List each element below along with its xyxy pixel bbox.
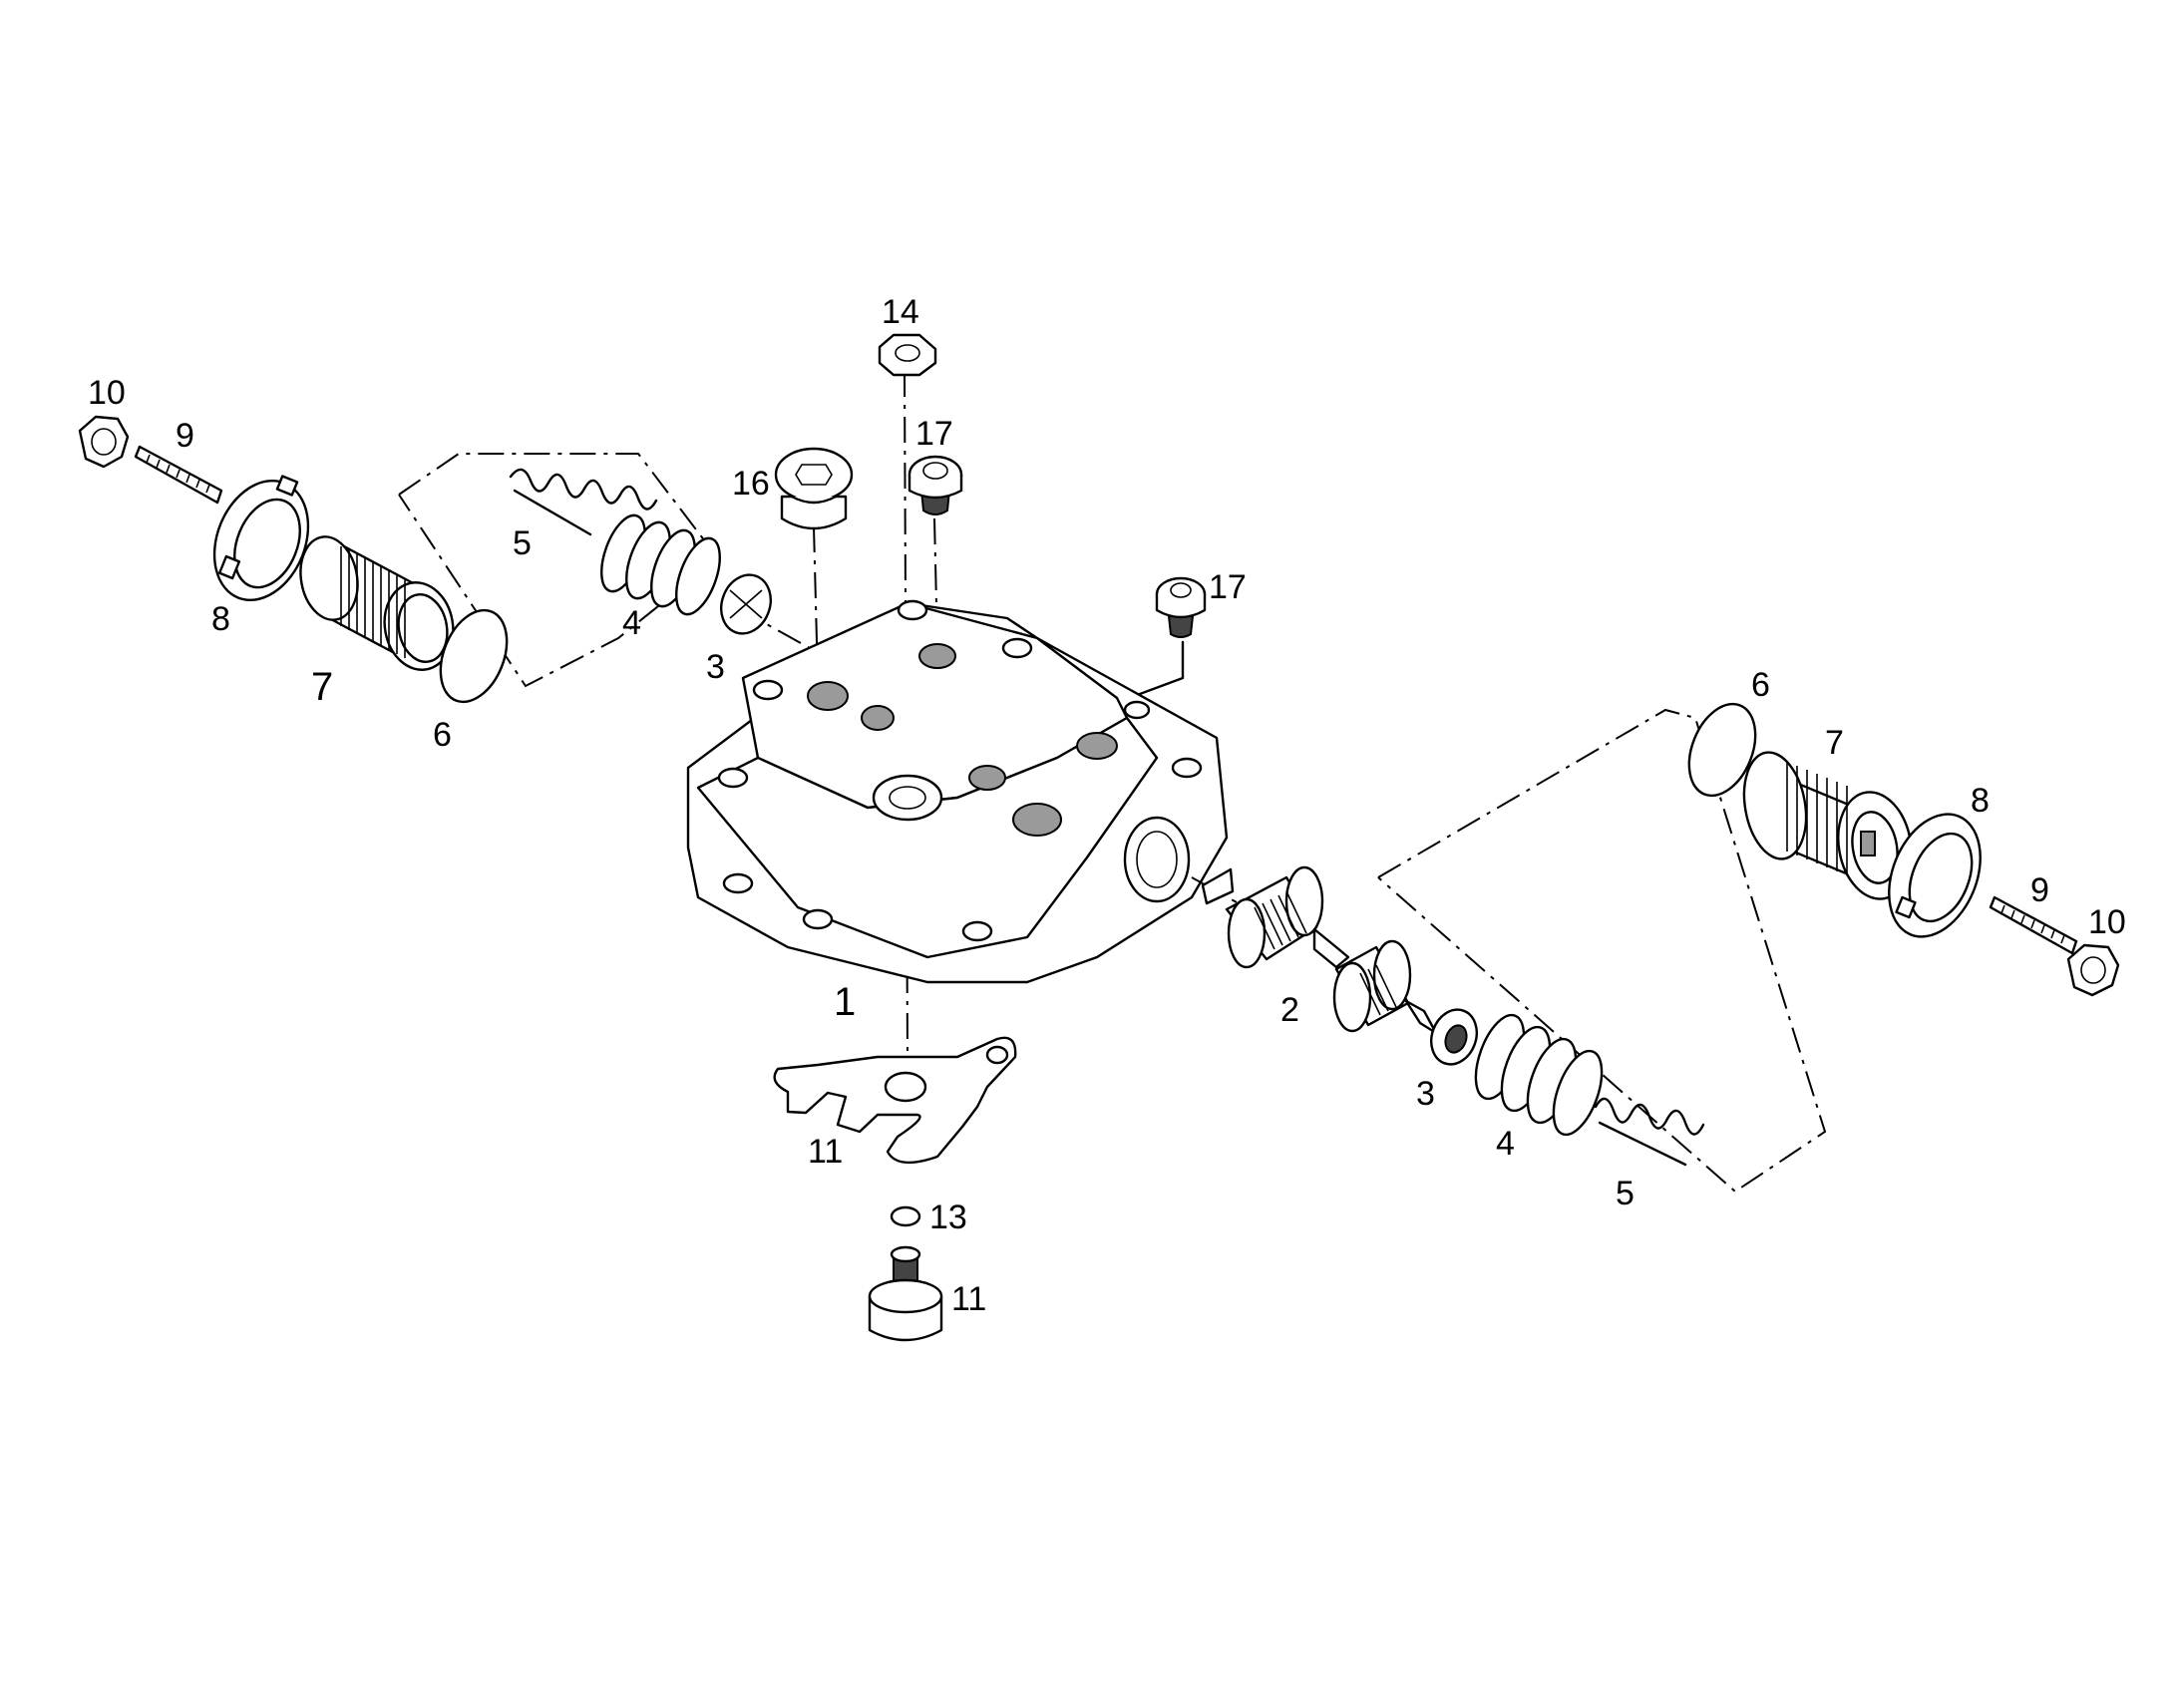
left-hex-nut-10 bbox=[78, 415, 130, 469]
left-small-spring-5 bbox=[509, 468, 658, 536]
screw-plug-17-upper bbox=[908, 455, 963, 515]
callout-left-8: 8 bbox=[211, 600, 230, 638]
callout-right-3: 3 bbox=[1416, 1075, 1435, 1113]
callout-top-16: 16 bbox=[732, 465, 770, 503]
left-lock-ring-8 bbox=[212, 475, 310, 602]
hex-nut-14 bbox=[878, 333, 937, 377]
callout-right-8: 8 bbox=[1971, 782, 1990, 820]
right-large-spring-4 bbox=[1474, 1013, 1604, 1137]
left-threaded-sleeve-7 bbox=[299, 535, 455, 671]
callout-top-17b: 17 bbox=[1209, 568, 1247, 606]
left-large-spring-4 bbox=[600, 513, 721, 616]
left-spring-seat-3 bbox=[720, 573, 772, 635]
left-valve-assembly bbox=[78, 415, 829, 704]
callout-right-6: 6 bbox=[1751, 666, 1770, 704]
left-threaded-stud-9 bbox=[134, 445, 223, 505]
callout-left-3: 3 bbox=[706, 648, 725, 686]
valve-housing-1 bbox=[686, 599, 1238, 984]
callout-left-4: 4 bbox=[622, 604, 641, 642]
callout-right-2: 2 bbox=[1280, 991, 1299, 1029]
banjo-bolt-11 bbox=[868, 1245, 943, 1342]
callout-left-9: 9 bbox=[176, 417, 194, 455]
right-assembly-bracket bbox=[1377, 708, 1827, 1194]
right-lock-ring-8 bbox=[1888, 813, 1982, 938]
right-small-spring-5 bbox=[1594, 1097, 1705, 1167]
valve-spool-2 bbox=[1201, 865, 1438, 1035]
right-hex-nut-10 bbox=[2066, 943, 2120, 997]
right-threaded-stud-9 bbox=[1989, 895, 2078, 955]
callout-right-5: 5 bbox=[1616, 1175, 1635, 1212]
callout-right-9: 9 bbox=[2030, 871, 2049, 909]
right-valve-assembly bbox=[1201, 702, 2120, 1194]
callout-lower-13: 13 bbox=[929, 1198, 967, 1236]
callout-labels: 10 9 8 7 6 5 4 3 14 16 17 17 1 11 13 11 … bbox=[88, 293, 2126, 1318]
fork-bracket-11 bbox=[773, 1036, 1017, 1165]
callout-top-17a: 17 bbox=[915, 415, 953, 453]
lower-parts bbox=[773, 1036, 1017, 1342]
screw-plug-17-right bbox=[1095, 576, 1207, 712]
callout-lower-11a: 11 bbox=[808, 1133, 843, 1171]
right-spring-seat-3 bbox=[1430, 1008, 1478, 1066]
screw-plug-16 bbox=[774, 447, 854, 530]
callout-right-10: 10 bbox=[2088, 903, 2126, 941]
callout-lower-11b: 11 bbox=[951, 1280, 986, 1318]
callout-right-4: 4 bbox=[1496, 1125, 1515, 1163]
callout-top-14: 14 bbox=[882, 293, 919, 331]
callout-body-1: 1 bbox=[834, 980, 856, 1024]
right-o-ring-6 bbox=[1687, 702, 1757, 798]
left-o-ring-6 bbox=[439, 608, 509, 704]
callout-left-6: 6 bbox=[433, 716, 452, 754]
washer-13 bbox=[890, 1205, 921, 1227]
callout-left-5: 5 bbox=[513, 524, 532, 562]
callout-left-7: 7 bbox=[311, 665, 333, 709]
callout-left-10: 10 bbox=[88, 374, 126, 412]
callout-right-7: 7 bbox=[1825, 724, 1844, 762]
